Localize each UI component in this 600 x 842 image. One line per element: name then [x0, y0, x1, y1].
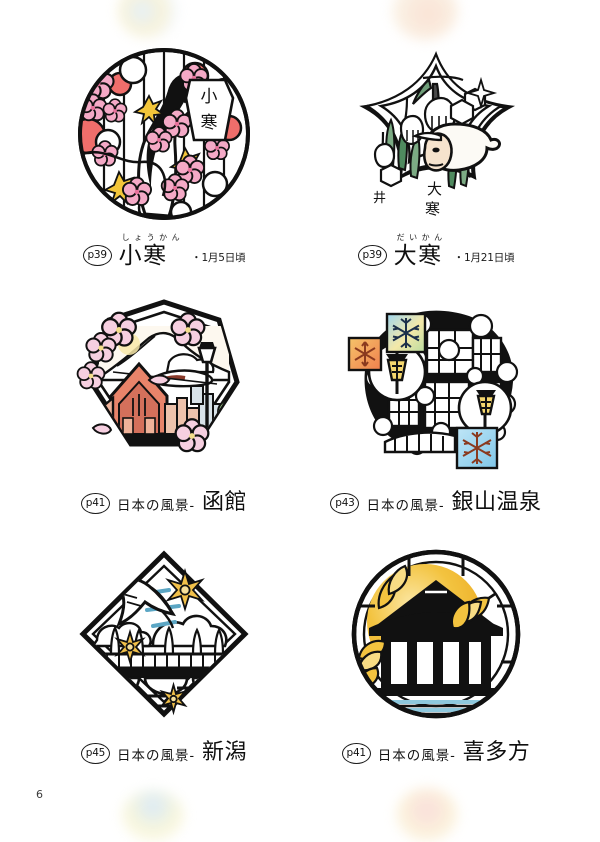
design-entry-niigata: p45 日本の風景- 新潟	[28, 536, 300, 786]
series-prefix: 日本の風景-	[377, 748, 456, 764]
caption-daikan: p39 だいかん 大寒 ・1月21日頃	[357, 234, 515, 268]
furigana-label: しょうかん	[121, 233, 185, 242]
watermark-top-right	[392, 0, 458, 40]
svg-text:寒: 寒	[425, 200, 440, 218]
caption-niigata: p45 日本の風景- 新潟	[80, 734, 248, 766]
svg-text:井: 井	[373, 191, 386, 206]
svg-text:大: 大	[427, 180, 442, 198]
series-prefix: 日本の風景-	[116, 498, 196, 514]
series-prefix: 日本の風景-	[366, 498, 445, 514]
watermark-top-left	[118, 0, 178, 38]
svg-text:小: 小	[201, 87, 218, 107]
page-ref-badge[interactable]: p39	[357, 245, 387, 266]
artwork-diamond-niigata-bridge	[57, 536, 271, 732]
page-ref-badge[interactable]: p43	[330, 493, 360, 514]
design-entry-hakodate: p41 日本の風景- 函館	[28, 286, 300, 536]
design-title: 新潟	[202, 740, 248, 765]
artwork-ginzan-onsen-night	[329, 286, 543, 482]
design-entry-daikan: 大 寒 井 p39 だいかん 大寒 ・1月21日頃	[300, 36, 572, 286]
design-entry-ginzan-onsen: p43 日本の風景- 銀山温泉	[300, 286, 572, 536]
artwork-diamond-sheep-snowdrop: 大 寒 井	[329, 36, 543, 232]
title-block: しょうかん 小寒	[119, 234, 185, 268]
design-title: 函館	[202, 490, 248, 515]
design-title: 喜多方	[462, 740, 531, 765]
design-entry-kitakata: p41 日本の風景- 喜多方	[300, 536, 572, 786]
page-ref-badge[interactable]: p39	[82, 245, 112, 266]
caption-hakodate: p41 日本の風景- 函館	[80, 484, 248, 516]
design-entry-shoukan: 小 寒 p39 しょうかん 小寒 ・1月5日頃	[28, 36, 300, 286]
design-grid: 小 寒 p39 しょうかん 小寒 ・1月5日頃	[28, 36, 572, 786]
furigana-label: だいかん	[396, 233, 447, 242]
artwork-hexagon-hakodate-cityscape	[57, 286, 271, 482]
page-ref-badge[interactable]: p45	[80, 743, 110, 764]
design-title: 大寒	[393, 243, 443, 269]
design-title: 銀山温泉	[451, 490, 542, 515]
caption-kitakata: p41 日本の風景- 喜多方	[341, 734, 531, 766]
svg-text:寒: 寒	[201, 113, 218, 133]
artwork-round-kitakata-ginkgo-temple	[329, 536, 543, 732]
title-block: だいかん 大寒	[394, 234, 447, 268]
caption-ginzan-onsen: p43 日本の風景- 銀山温泉	[330, 484, 541, 516]
date-label: ・1月21日頃	[453, 252, 515, 264]
page-number: 6	[36, 788, 43, 801]
design-title: 小寒	[118, 243, 168, 269]
page-ref-badge[interactable]: p41	[341, 743, 371, 764]
page-ref-badge[interactable]: p41	[80, 493, 110, 514]
watermark-bottom-right	[396, 788, 458, 842]
date-label: ・1月5日頃	[191, 252, 246, 264]
caption-shoukan: p39 しょうかん 小寒 ・1月5日頃	[82, 234, 246, 268]
watermark-bottom-left	[122, 790, 184, 842]
artwork-round-crane-plum-blossom: 小 寒	[57, 36, 271, 232]
series-prefix: 日本の風景-	[116, 748, 196, 764]
